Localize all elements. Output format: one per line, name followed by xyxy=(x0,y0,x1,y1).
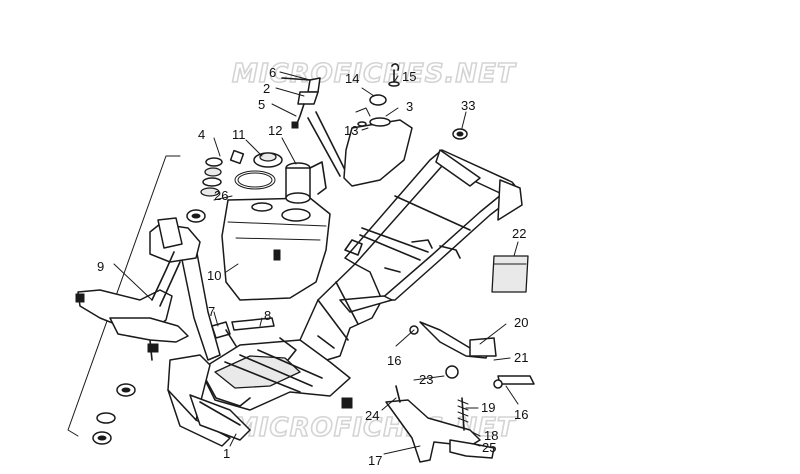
callout-8: 8 xyxy=(264,308,271,323)
callout-17: 17 xyxy=(368,453,382,468)
callout-11: 11 xyxy=(232,127,246,142)
part-clip-4 xyxy=(229,149,245,165)
part-gasket-ring xyxy=(234,170,276,190)
callout-7: 7 xyxy=(208,304,215,319)
callout-9: 9 xyxy=(97,259,104,274)
part-expansion-tank xyxy=(343,63,413,187)
callout-16-right: 16 xyxy=(514,407,528,422)
part-plate-22 xyxy=(491,255,529,293)
leader-lines xyxy=(113,71,519,455)
callout-22: 22 xyxy=(512,226,526,241)
callout-10: 10 xyxy=(207,268,221,283)
callout-26: 26 xyxy=(214,188,228,203)
callout-3: 3 xyxy=(406,99,413,114)
part-fuel-tank xyxy=(221,197,331,301)
callout-24: 24 xyxy=(365,408,379,423)
part-grommet-33 xyxy=(452,128,468,140)
callout-21: 21 xyxy=(514,350,528,365)
part-fuel-sender xyxy=(285,161,327,204)
callout-20: 20 xyxy=(514,315,528,330)
callout-13: 13 xyxy=(344,123,358,138)
callout-2: 2 xyxy=(263,81,270,96)
callout-23: 23 xyxy=(419,372,433,387)
watermark-top: MICROFICHES.NET xyxy=(232,59,517,89)
part-steering-bearings xyxy=(92,157,223,445)
part-frame xyxy=(167,149,523,447)
callout-1: 1 xyxy=(223,446,230,461)
callout-16-left: 16 xyxy=(387,353,401,368)
group-9-bracket xyxy=(67,155,181,437)
callout-33: 33 xyxy=(461,98,475,113)
callout-15: 15 xyxy=(402,69,416,84)
part-tank-cap xyxy=(253,152,283,168)
callout-25: 25 xyxy=(482,440,496,455)
callout-18: 18 xyxy=(484,428,498,443)
callout-5: 5 xyxy=(258,97,265,112)
callout-14: 14 xyxy=(345,71,359,86)
callout-19: 19 xyxy=(481,400,495,415)
part-valve-hose xyxy=(281,77,347,177)
callout-12: 12 xyxy=(268,123,282,138)
callout-6: 6 xyxy=(269,65,276,80)
part-bracket-7-8 xyxy=(211,317,275,347)
part-steering-frame xyxy=(75,217,201,361)
callout-4: 4 xyxy=(198,127,205,142)
